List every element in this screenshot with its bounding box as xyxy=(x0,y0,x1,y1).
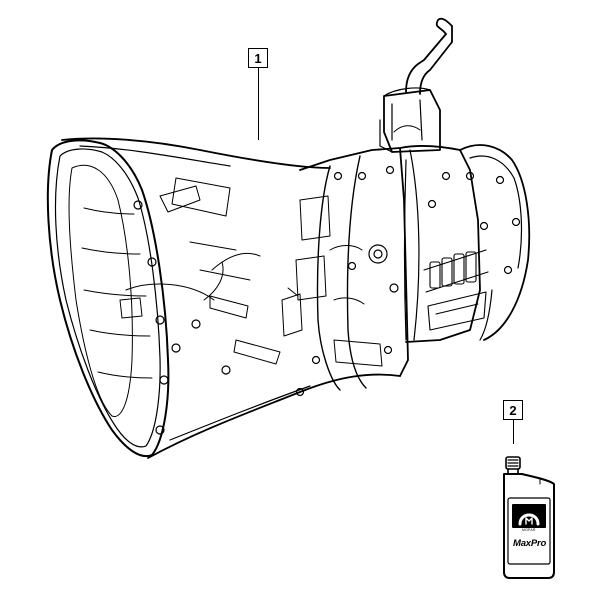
bottle-maker-text: MOPAR xyxy=(522,528,536,532)
bottle-cap xyxy=(505,456,521,470)
mopar-logo-mark xyxy=(518,513,540,526)
bottle-label xyxy=(507,497,551,565)
callout-1: 1 xyxy=(248,48,268,68)
leader-line-1 xyxy=(258,68,259,140)
bottle-body xyxy=(503,473,555,579)
leader-line-2 xyxy=(513,420,514,444)
bell-housing-rim xyxy=(46,139,170,458)
transmission-drawing xyxy=(46,17,531,459)
callout-2: 2 xyxy=(503,400,523,420)
bottle-brand-text: MaxPro xyxy=(513,538,547,549)
fluid-bottle-drawing xyxy=(503,456,555,579)
